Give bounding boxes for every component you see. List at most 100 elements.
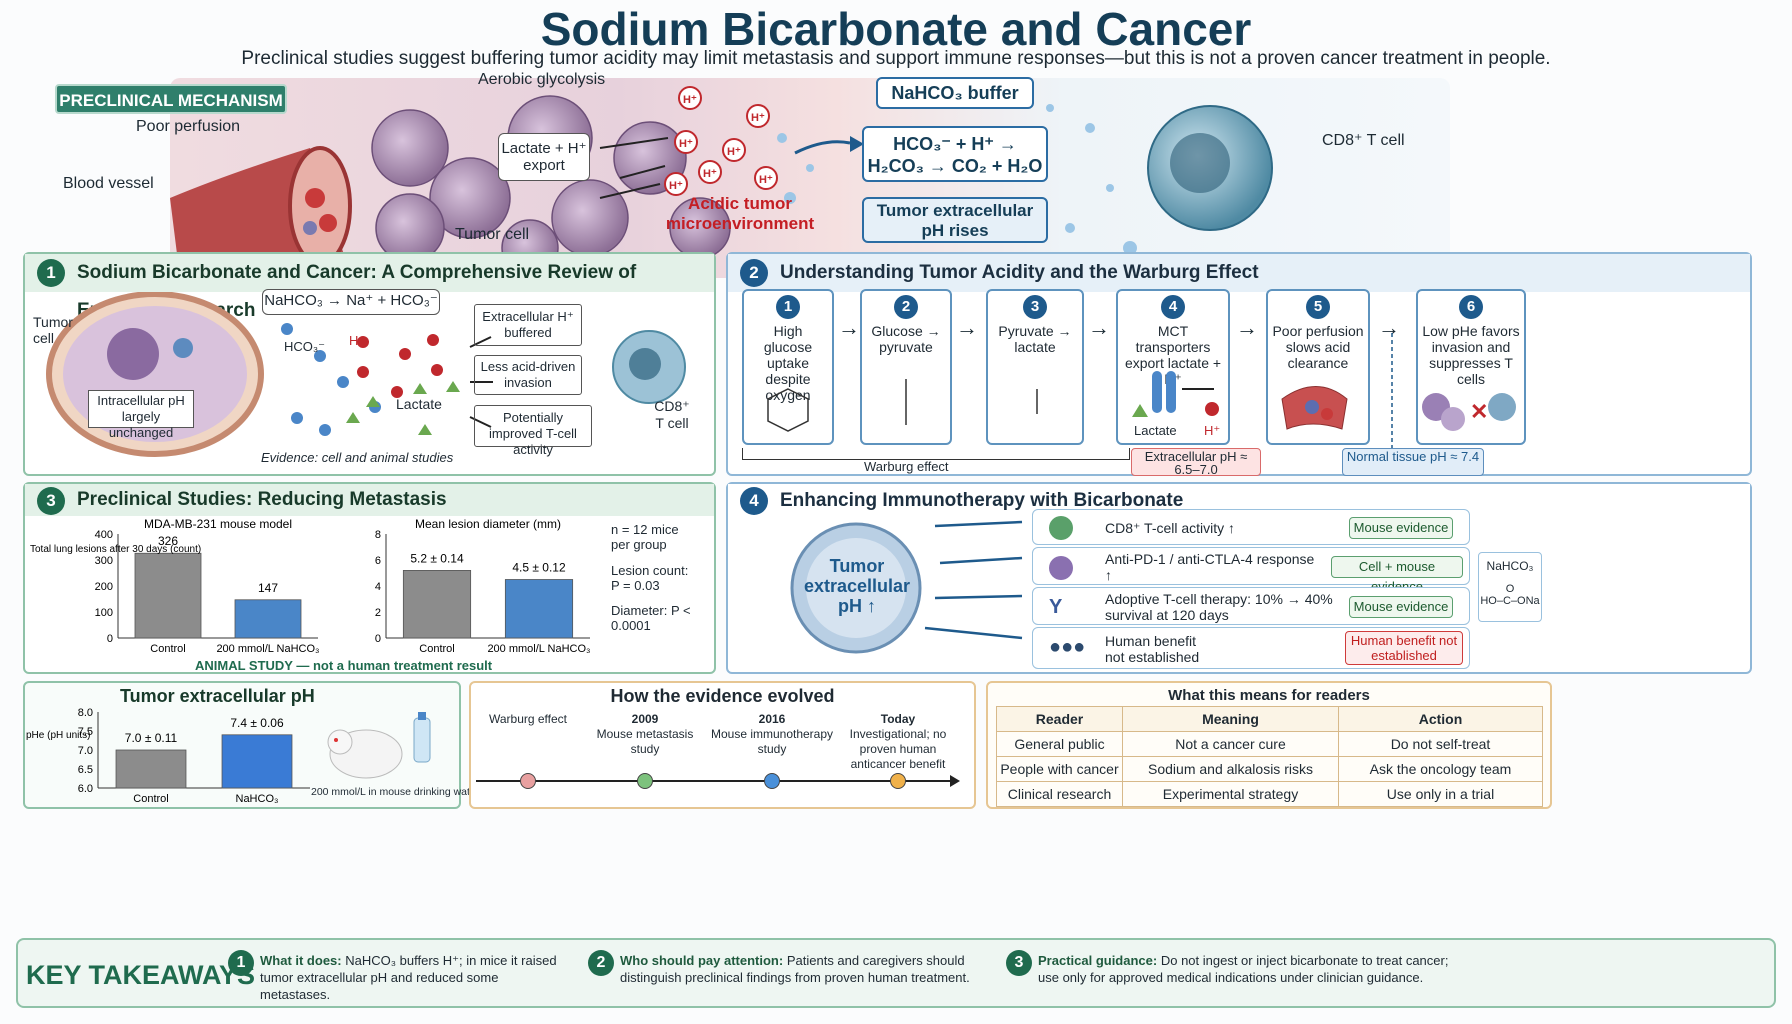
x-tick-label: Control <box>133 793 168 805</box>
takeaway-number: 2 <box>588 950 614 976</box>
evidence-badge: Mouse evidence <box>1349 596 1453 618</box>
intracellular-ph-box: Intracellular pH largely unchanged <box>88 390 194 440</box>
y-axis-label: Total lung lesions after 30 days (count) <box>30 544 201 555</box>
timeline-year: 2009 <box>631 712 659 726</box>
normal-ph-badge: Normal tissue pH ≈ 7.4 <box>1342 448 1484 476</box>
h-ion-label: H⁺ <box>349 333 366 348</box>
timeline-text: Mouse immunotherapy study <box>710 727 834 756</box>
bar-data-label: 326 <box>158 534 178 548</box>
panel-1-illustration <box>46 292 686 457</box>
poor-perfusion-label: Poor perfusion <box>136 118 241 135</box>
y-tick-label: 0 <box>375 633 381 645</box>
mouse-illustration <box>327 712 431 779</box>
y-axis-label: pHe (pH units) <box>26 730 90 741</box>
takeaway-number: 1 <box>228 950 254 976</box>
cd8-t-cell-label: CD8⁺ T cell <box>1322 132 1405 149</box>
tumor-cell-label: Tumor cell <box>455 226 530 243</box>
nahco3-buffer-box: NaHCO₃ buffer <box>876 77 1034 109</box>
svg-text:H⁺: H⁺ <box>727 146 741 158</box>
takeaways-title: KEY TAKEAWAYS <box>26 960 256 990</box>
page-subtitle: Preclinical studies suggest buffering tu… <box>241 48 1551 69</box>
animal-study-footer: ANIMAL STUDY — not a human treatment res… <box>195 658 493 673</box>
bar <box>234 599 302 639</box>
y-tick-label: 7.0 <box>78 745 93 757</box>
panel-4-number: 4 <box>740 487 768 515</box>
arrow-icon: → <box>838 315 860 340</box>
panel-timeline <box>469 681 976 809</box>
drinking-water-note: 200 mmol/L in mouse drinking water <box>311 786 480 798</box>
timeline-year: 2016 <box>758 712 786 726</box>
ph-chart-title: Tumor extracellular pH <box>120 686 315 706</box>
warburg-bracket <box>742 448 1130 460</box>
svg-text:✕: ✕ <box>1470 399 1488 424</box>
bar-data-label: 4.5 ± 0.12 <box>512 561 566 575</box>
timeline-dot <box>637 773 653 789</box>
acidic-tme-label: Acidic tumor microenvironment <box>665 194 815 233</box>
panel-2-number: 2 <box>740 259 768 287</box>
buffer-reaction-box: HCO₃⁻ + H⁺ → H₂CO₃ → CO₂ + H₂O <box>862 126 1048 182</box>
takeaway-1: What it does: NaHCO₃ buffers H⁺; in mice… <box>260 953 557 1002</box>
timeline-axis <box>476 780 954 782</box>
page-title: Sodium Bicarbonate and Cancer <box>540 3 1252 55</box>
panel-2-title: Understanding Tumor Acidity and the Warb… <box>780 262 1259 283</box>
timeline-title: How the evidence evolved <box>610 686 835 706</box>
ion-field <box>281 323 460 436</box>
svg-text:H⁺: H⁺ <box>683 94 697 106</box>
chart-title: MDA-MB-231 mouse model <box>144 517 292 531</box>
x-tick-label: Control <box>150 643 185 655</box>
x-tick-label: Control <box>419 643 454 655</box>
takeaway-2: Who should pay attention: Patients and c… <box>620 953 970 985</box>
svg-text:H⁺: H⁺ <box>679 138 693 150</box>
immuno-row-checkpoint: Anti-PD-1 / anti-CTLA-4 response ↑ Cell … <box>1032 547 1470 594</box>
bar <box>115 749 187 789</box>
antibody-icon <box>1049 556 1073 580</box>
preclinical-mechanism-tag: PRECLINICAL MECHANISM <box>55 84 287 114</box>
antibody-icon: Y <box>1049 596 1063 618</box>
y-tick-label: 8 <box>375 529 381 541</box>
bar <box>221 734 293 789</box>
proton-cluster: H⁺ H⁺ H⁺ H⁺ H⁺ H⁺ H⁺ <box>664 86 778 196</box>
mechanism-svg: H⁺ H⁺ H⁺ H⁺ H⁺ H⁺ H⁺ <box>170 86 1273 278</box>
evidence-badge: Cell + mouse evidence <box>1331 556 1463 594</box>
arrow-icon: → <box>956 315 978 340</box>
arrow-icon: → <box>1088 315 1110 340</box>
outcome-less-invasion: Less acid-driven invasion <box>474 355 582 395</box>
svg-text:H⁺: H⁺ <box>703 168 717 180</box>
immuno-row-adoptive: Y Adoptive T-cell therapy: 10% → 40% sur… <box>1032 587 1470 625</box>
ph-rises-box: Tumor extracellular pH rises <box>862 197 1048 243</box>
buffer-arrow <box>794 140 851 155</box>
blood-vessel-label: Blood vessel <box>63 175 154 192</box>
readers-header: Meaning <box>1122 706 1339 732</box>
lactate-label: Lactate <box>396 396 442 412</box>
glucose-ring <box>767 388 809 432</box>
y-tick-label: 6.0 <box>78 783 93 795</box>
warburg-drawings: ✕ <box>767 333 1516 449</box>
warburg-effect-label: Warburg effect <box>864 459 949 474</box>
y-tick-label: 2 <box>375 607 381 619</box>
evidence-note: Evidence: cell and animal studies <box>261 450 454 465</box>
evidence-badge: Mouse evidence <box>1349 517 1453 539</box>
reaction-line-2: H₂CO₃ → CO₂ + H₂O <box>867 156 1043 176</box>
timeline-dot <box>764 773 780 789</box>
takeaway-3: Practical guidance: Do not ingest or inj… <box>1038 953 1449 985</box>
warburg-lactate-label: Lactate <box>1134 423 1177 438</box>
x-tick-label: NaHCO₃ <box>236 793 279 805</box>
bar-data-label: 5.2 ± 0.14 <box>410 551 464 565</box>
timeline-text: Mouse metastasis study <box>596 727 694 756</box>
y-tick-label: 6.5 <box>78 764 93 776</box>
tcell-icon <box>1049 516 1073 540</box>
warburg-h-label: H⁺ <box>1204 423 1221 438</box>
readers-header: Reader <box>996 706 1123 732</box>
panel-3-title: Preclinical Studies: Reducing Metastasis <box>77 489 447 510</box>
y-tick-label: 300 <box>95 555 113 567</box>
timeline-dot <box>520 773 536 789</box>
bar-data-label: 147 <box>258 581 278 595</box>
